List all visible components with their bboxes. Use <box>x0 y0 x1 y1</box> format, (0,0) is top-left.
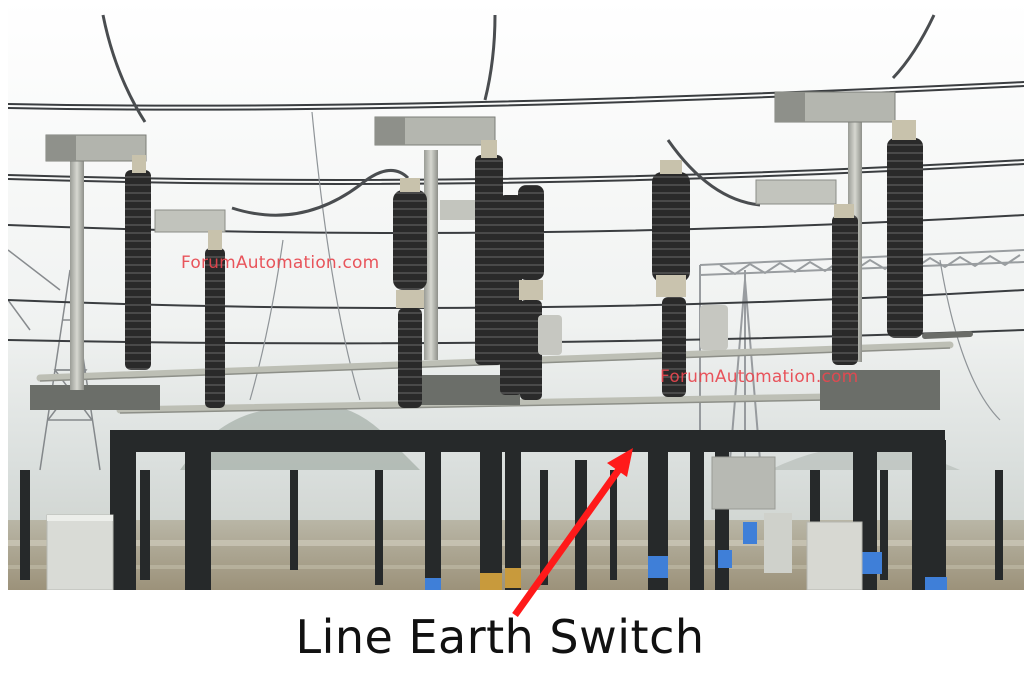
watermark-text: ForumAutomation.com <box>181 253 380 273</box>
substation-photo <box>8 0 1024 590</box>
substation-scene <box>8 0 1024 590</box>
control-cabinets <box>46 456 863 590</box>
caption-title: Line Earth Switch <box>295 610 705 664</box>
watermark-text: ForumAutomation.com <box>660 367 859 387</box>
insulators <box>125 120 923 408</box>
